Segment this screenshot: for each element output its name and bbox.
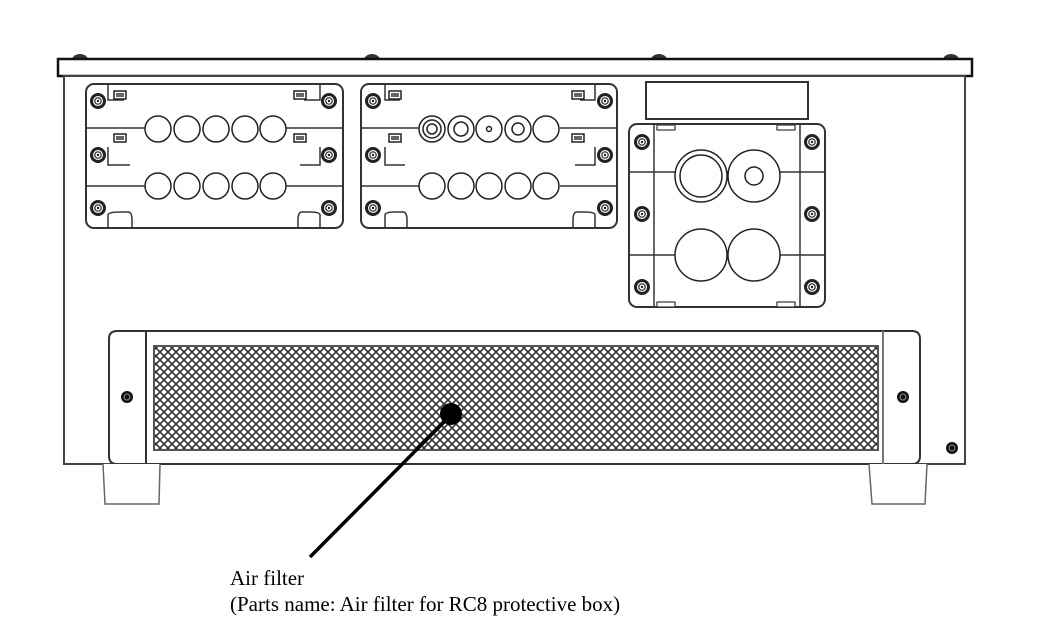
callout-title: Air filter — [230, 566, 305, 590]
callout-subtitle: (Parts name: Air filter for RC8 protecti… — [230, 592, 621, 616]
right-connector-panel — [628, 123, 826, 308]
callout-leader-line — [308, 413, 453, 559]
air-filter-assembly — [108, 330, 921, 465]
foot-left — [102, 463, 161, 505]
air-filter-mesh — [153, 345, 879, 451]
label-plate — [645, 81, 809, 120]
top-lid — [56, 57, 974, 78]
middle-connector-panel — [360, 83, 618, 229]
corner-screw — [945, 441, 959, 455]
callout-marker-dot — [440, 403, 462, 425]
foot-right — [868, 463, 928, 505]
left-connector-panel — [85, 83, 344, 229]
